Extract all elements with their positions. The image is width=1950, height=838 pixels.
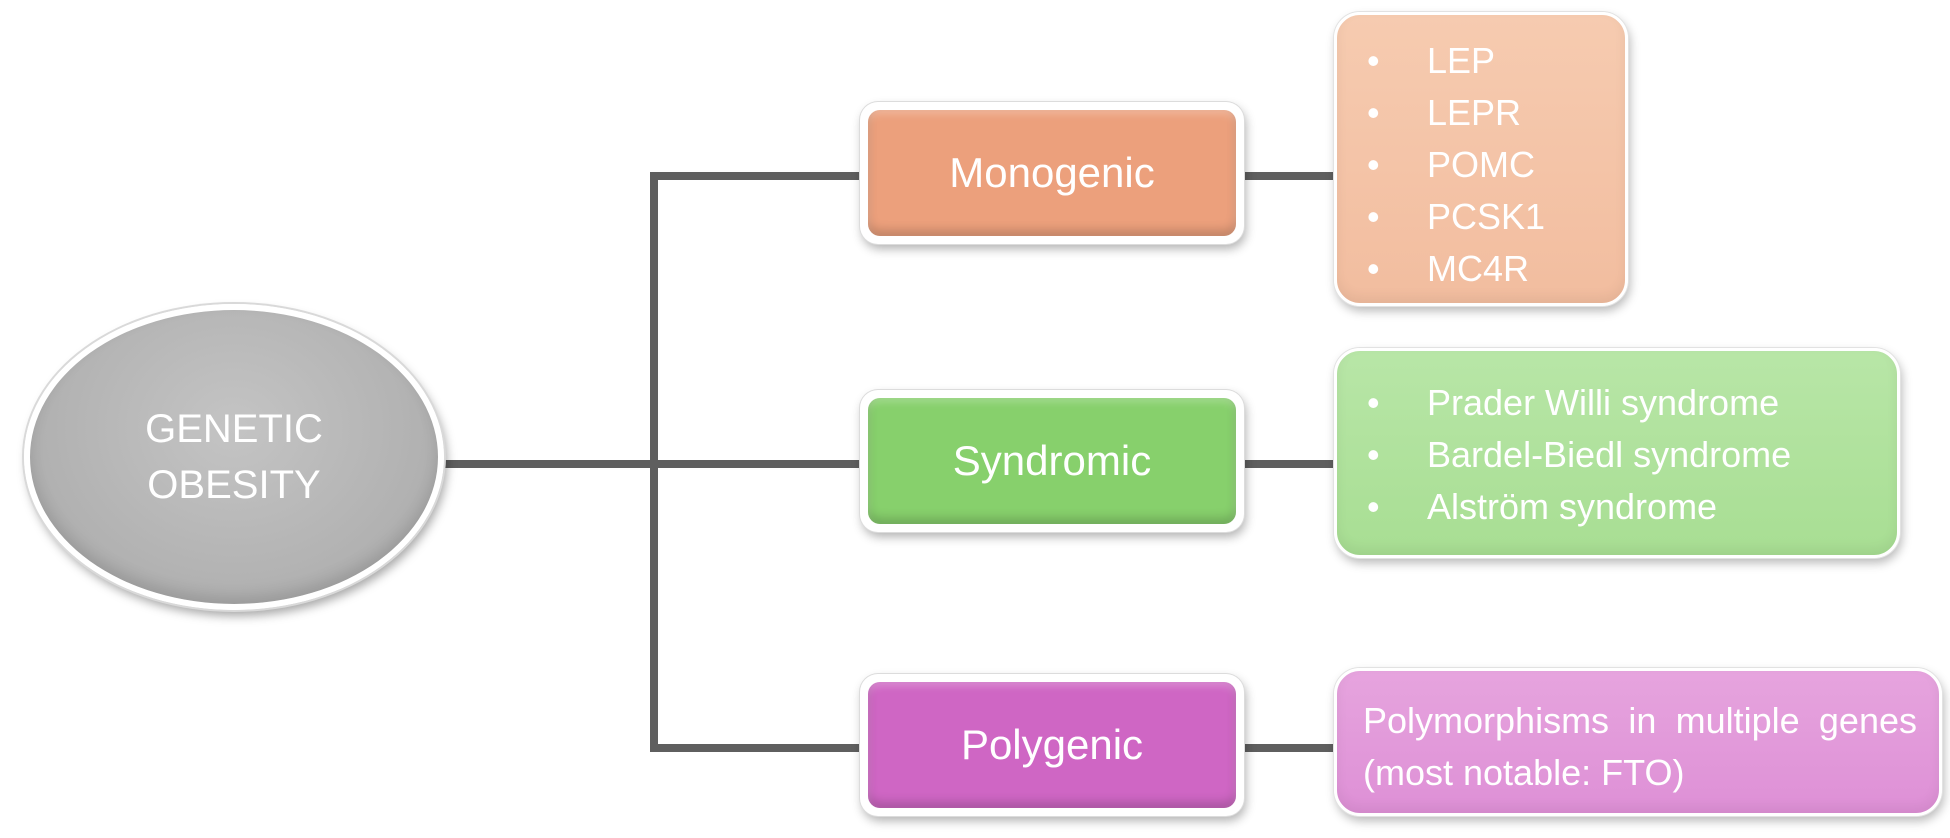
detail-box-syndromic: Prader Willi syndrome Bardel-Biedl syndr… [1334, 348, 1900, 558]
list-item: Alström syndrome [1337, 481, 1897, 533]
root-label-line-1: GENETIC [145, 407, 323, 451]
list-item: POMC [1337, 139, 1625, 191]
list-item: Prader Willi syndrome [1337, 377, 1897, 429]
list-item: MC4R [1337, 243, 1625, 295]
category-node-monogenic: Monogenic [860, 102, 1244, 244]
detail-box-monogenic: LEP LEPR POMC PCSK1 MC4R [1334, 12, 1628, 306]
list-item: Bardel-Biedl syndrome [1337, 429, 1897, 481]
monogenic-gene-list: LEP LEPR POMC PCSK1 MC4R [1337, 35, 1625, 295]
list-item: PCSK1 [1337, 191, 1625, 243]
detail-box-polygenic: Polymorphisms in multiple genes (most no… [1334, 668, 1942, 816]
polygenic-description: Polymorphisms in multiple genes (most no… [1363, 700, 1917, 793]
category-node-polygenic: Polygenic [860, 674, 1244, 816]
category-label-syndromic: Syndromic [868, 398, 1236, 524]
category-node-syndromic: Syndromic [860, 390, 1244, 532]
root-label-line-2: OBESITY [147, 463, 321, 507]
list-item: LEPR [1337, 87, 1625, 139]
root-label: GENETIC OBESITY [145, 401, 323, 513]
syndromic-syndrome-list: Prader Willi syndrome Bardel-Biedl syndr… [1337, 377, 1897, 533]
list-item: LEP [1337, 35, 1625, 87]
root-node-genetic-obesity: GENETIC OBESITY [24, 304, 444, 610]
category-label-monogenic: Monogenic [868, 110, 1236, 236]
category-label-polygenic: Polygenic [868, 682, 1236, 808]
